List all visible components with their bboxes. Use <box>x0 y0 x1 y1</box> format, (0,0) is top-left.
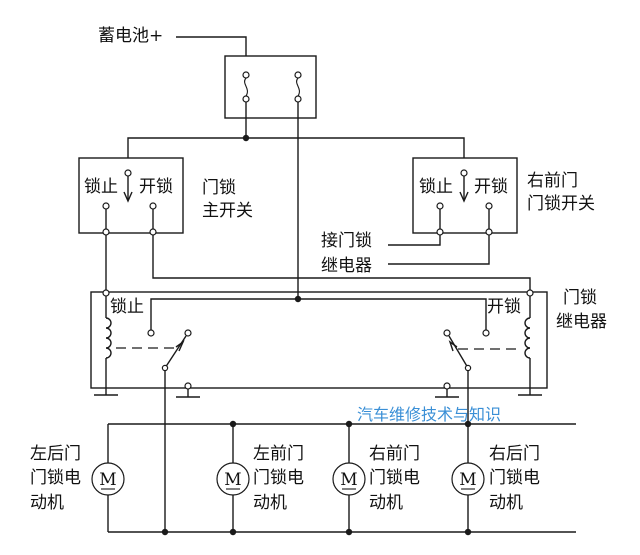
motor-lr-line2: 门锁电 <box>30 468 81 488</box>
rf-switch-name-line1: 右前门 <box>527 171 578 191</box>
motor-lf-line2: 门锁电 <box>253 468 304 488</box>
motor-lr-line1: 左后门 <box>30 444 81 464</box>
master-switch-lock-label: 锁止 <box>84 177 118 197</box>
relay-connection-callout: 接门锁 继电器 <box>321 231 490 276</box>
rf-switch-unlock-label: 开锁 <box>474 177 508 197</box>
motor-lf-line3: 动机 <box>253 493 287 513</box>
relay-connect-line2: 继电器 <box>321 256 372 276</box>
motor-lr-line3: 动机 <box>30 493 64 513</box>
rf-switch-lock-label: 锁止 <box>419 177 453 197</box>
relay-name-line1: 门锁 <box>563 288 597 308</box>
fuse-element-2 <box>296 77 300 97</box>
motor-symbol: M <box>99 470 116 490</box>
master-switch-unlock-label: 开锁 <box>139 177 173 197</box>
rf-switch-name-line2: 门锁开关 <box>527 194 595 214</box>
relay-name-line2: 继电器 <box>556 312 607 332</box>
motor-right-front: M 右前门 门锁电 动机 <box>332 424 420 532</box>
motor-rr-line2: 门锁电 <box>489 468 540 488</box>
unlock-relay-coil <box>524 317 531 359</box>
lock-relay-coil <box>105 317 112 359</box>
motor-symbol: M <box>224 470 241 490</box>
master-unlock-wire <box>152 235 531 292</box>
battery-feed: 蓄电池+ <box>98 26 247 56</box>
watermark-text: 汽车维修技术与知识 <box>357 405 501 424</box>
fuse-box <box>224 55 317 119</box>
motor-right-rear: M 右后门 门锁电 动机 <box>451 424 540 532</box>
master-switch-name-line2: 主开关 <box>202 201 253 221</box>
relay-unlock-label: 开锁 <box>487 297 521 317</box>
fuse-element-1 <box>244 77 248 97</box>
motor-rf-line1: 右前门 <box>369 444 420 464</box>
motor-left-front: M 左前门 门锁电 动机 <box>216 424 304 532</box>
unlock-relay-armature <box>448 335 469 369</box>
motor-symbol: M <box>340 470 357 490</box>
door-lock-relay: 锁止 开锁 门锁 继电器 <box>90 288 607 398</box>
motor-rr-line3: 动机 <box>489 493 523 513</box>
relay-lock-label: 锁止 <box>110 297 144 317</box>
motor-symbol: M <box>459 470 476 490</box>
master-switch-name-line1: 门锁 <box>202 178 236 198</box>
motor-rf-line2: 门锁电 <box>369 468 420 488</box>
motor-bus <box>108 420 576 536</box>
master-lock-switch: 锁止 开锁 门锁 主开关 <box>78 157 253 236</box>
motor-rf-line3: 动机 <box>369 493 403 513</box>
relay-connect-line1: 接门锁 <box>321 231 372 251</box>
motor-left-rear: M 左后门 门锁电 动机 <box>30 424 125 532</box>
right-front-lock-switch: 锁止 开锁 右前门 门锁开关 <box>412 157 595 236</box>
motor-lf-line1: 左前门 <box>253 444 304 464</box>
motor-rr-line1: 右后门 <box>489 444 540 464</box>
battery-label: 蓄电池+ <box>98 26 163 46</box>
switch-supply-bus <box>127 118 465 158</box>
lock-relay-armature <box>164 335 187 369</box>
